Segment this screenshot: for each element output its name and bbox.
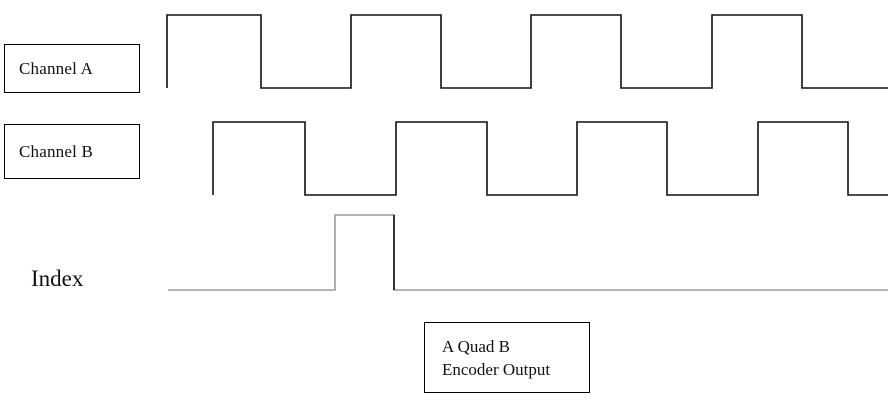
channel-b-label: Channel B <box>19 141 94 161</box>
channel-b-label-box: Channel B <box>4 124 140 179</box>
caption-line-1: A Quad B <box>442 336 510 356</box>
channel-a-label-box: Channel A <box>4 44 140 93</box>
caption-line-2: Encoder Output <box>442 359 551 379</box>
channel-a-waveform <box>166 14 888 89</box>
index-label: Index <box>31 266 84 291</box>
channel-b-waveform <box>212 121 888 196</box>
channel-a-label: Channel A <box>19 58 94 78</box>
index-waveform <box>168 214 888 291</box>
caption-box: A Quad B Encoder Output <box>424 322 590 393</box>
